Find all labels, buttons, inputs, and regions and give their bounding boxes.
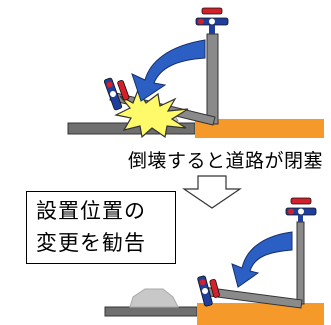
down-arrow-icon: [182, 175, 242, 209]
top-traffic-light-fallen: [103, 77, 130, 111]
relocation-advice-box: 設置位置の 変更を勧告: [26, 191, 176, 264]
collapse-arrow-icon: [131, 39, 206, 102]
standing-pole: [206, 33, 219, 125]
top-ground: [195, 119, 324, 138]
advice-line-1: 設置位置の: [36, 199, 146, 223]
top-scene: [67, 7, 324, 139]
bottom-collapse-arrow-icon: [231, 231, 293, 288]
safe-car: [129, 288, 179, 308]
bottom-ground: [197, 303, 324, 325]
bottom-scene: [104, 197, 324, 325]
top-traffic-light-upright: [195, 7, 229, 34]
bottom-traffic-light-upright: [285, 197, 317, 222]
bottom-standing-pole: [296, 221, 305, 305]
advice-line-2: 変更を勧告: [36, 231, 146, 255]
explosion-burst-icon: [114, 88, 189, 139]
bottom-road: [104, 306, 198, 317]
collapse-caption: 倒壊すると道路が閉塞: [127, 150, 323, 172]
bottom-traffic-light-fallen: [197, 275, 220, 307]
